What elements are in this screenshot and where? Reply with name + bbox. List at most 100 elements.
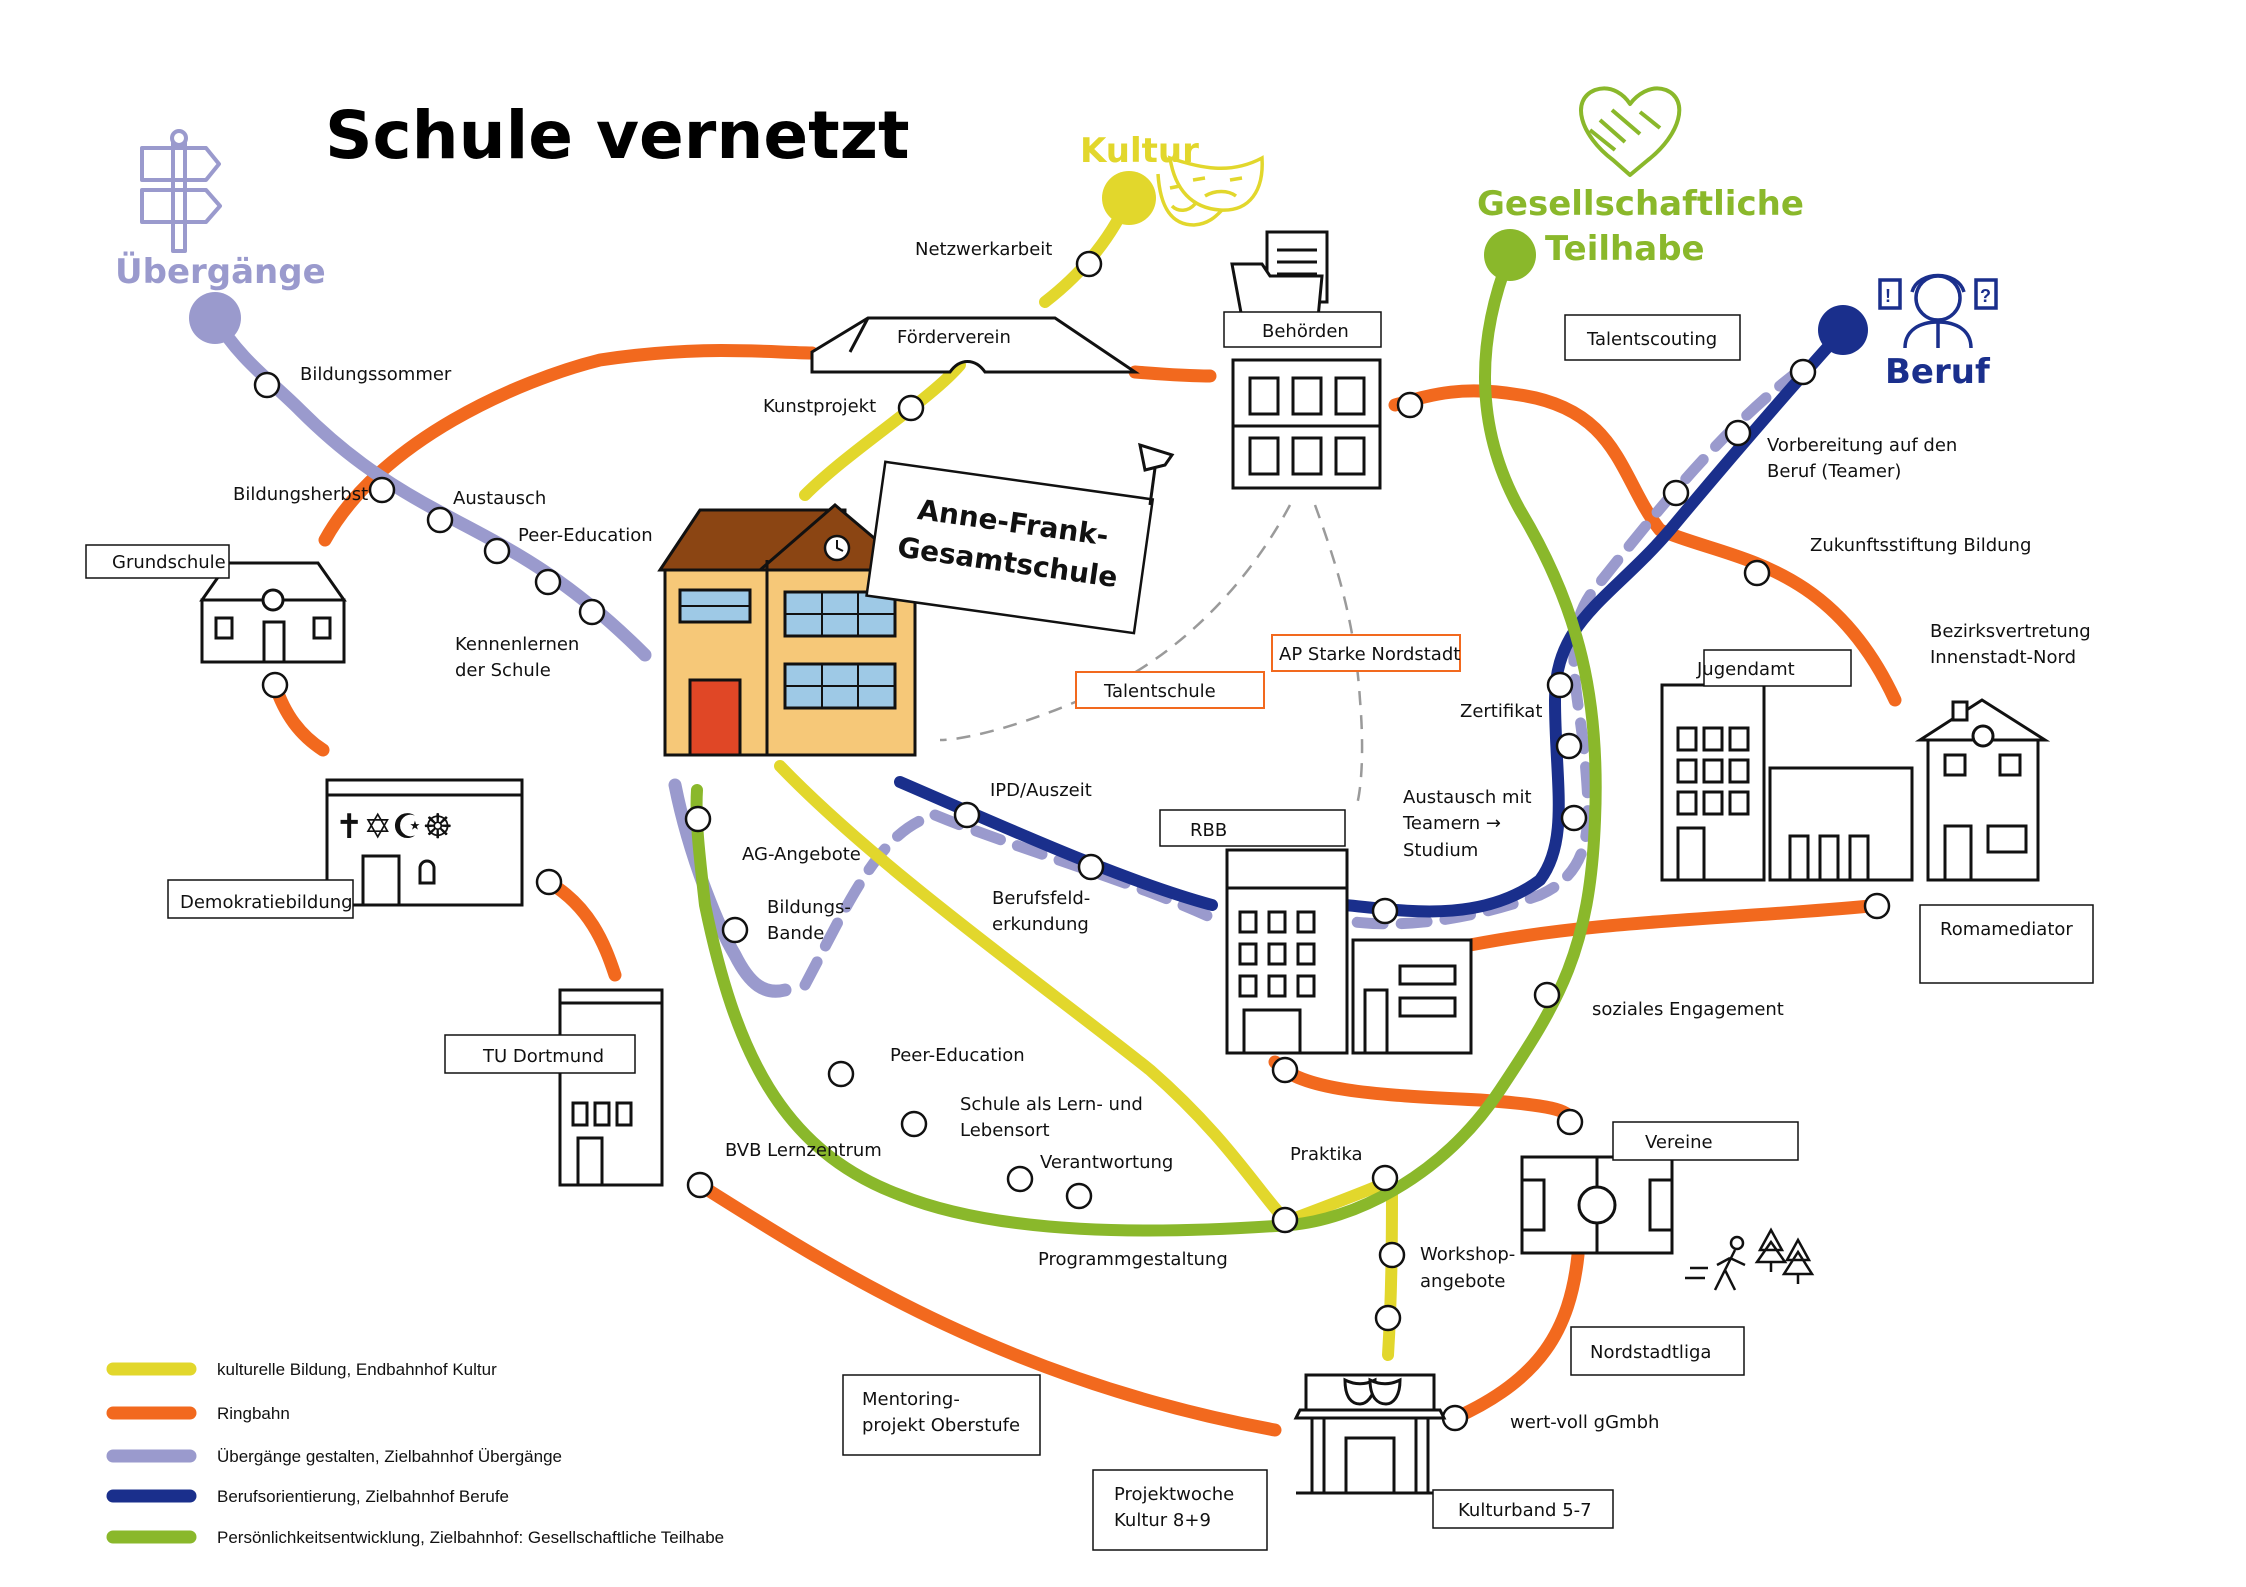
- label-ipd: IPD/Auszeit: [990, 780, 1092, 801]
- stop-vereine-west: [1271, 1056, 1299, 1084]
- uebergaenge-dashed-bildungsbande: [799, 809, 941, 991]
- label-austausch-mit-3: Studium: [1403, 840, 1478, 861]
- label-vorbereitung-2: Beruf (Teamer): [1767, 461, 1901, 482]
- stop-vorbereitung-1: [1789, 358, 1817, 386]
- job-seeker-icon: ! ?: [1878, 273, 1998, 349]
- foerderverein-building-icon: [810, 316, 1140, 374]
- stop-bildungssommer: [253, 371, 281, 399]
- stop-bvb: [686, 1171, 714, 1199]
- stop-ag-angebote: [684, 805, 712, 833]
- projektwoche-box-line1: Projektwoche: [1114, 1484, 1234, 1505]
- school-name-sign: Anne-Frank- Gesamtschule: [865, 460, 1155, 635]
- rbb-box: RBB: [1190, 820, 1227, 841]
- heart-handshake-icon: [1579, 86, 1682, 177]
- stop-peer-education: [483, 537, 511, 565]
- uebergaenge-dashed-rbb: [929, 809, 1218, 924]
- ring-line-tu: [538, 873, 622, 982]
- label-austausch: Austausch: [453, 488, 546, 509]
- label-kennenlernen-2: der Schule: [455, 660, 551, 681]
- school-building-icon: [657, 503, 917, 757]
- stop-demokratiebildung: [535, 868, 563, 896]
- label-vorbereitung-1: Vorbereitung auf den: [1767, 435, 1957, 456]
- mentoring-box-line2: projekt Oberstufe: [862, 1415, 1020, 1436]
- label-peer-education-2: Peer-Education: [890, 1045, 1025, 1066]
- label-schule-lernort-1: Schule als Lern- und: [960, 1094, 1143, 1115]
- nordstadtliga-box: Nordstadtliga: [1590, 1342, 1711, 1363]
- stop-behoerden-east: [1396, 391, 1424, 419]
- stop-berufsfeld: [1077, 853, 1105, 881]
- legend: kulturelle Bildung, Endbahnhof Kultur Ri…: [106, 1360, 724, 1547]
- rbb-building-icon: [1225, 848, 1473, 1055]
- label-bezirks-2: Innenstadt-Nord: [1930, 647, 2076, 668]
- label-austausch-mit-2: Teamern →: [1402, 813, 1501, 834]
- stop-vorbereitung-3: [1662, 479, 1690, 507]
- ring-line-romamediator: [1463, 899, 1877, 952]
- label-verantwortung: Verantwortung: [1040, 1152, 1173, 1173]
- house-icon: [1914, 698, 2051, 882]
- terminal-kultur-label: Kultur: [1080, 131, 1199, 171]
- folder-documents-icon: [1230, 230, 1329, 320]
- ring-line-bvb: [693, 1178, 1282, 1437]
- stop-vorbereitung-2: [1724, 419, 1752, 447]
- kultur-line-main: [774, 760, 1296, 1231]
- label-programmgestaltung: Programmgestaltung: [1038, 1249, 1228, 1270]
- behoerden-building-icon: [1231, 358, 1382, 490]
- label-berufsfeld-2: erkundung: [992, 914, 1089, 935]
- label-workshop-2: angebote: [1420, 1271, 1506, 1292]
- legend-item-ring: Ringbahn: [217, 1404, 290, 1423]
- theater-building-icon: [1293, 1373, 1447, 1495]
- grundschule-box: Grundschule: [112, 552, 226, 573]
- teilhabe-line: [690, 249, 1602, 1237]
- label-bildungsherbst: Bildungsherbst: [233, 484, 368, 505]
- kultur-line-kunst: [799, 359, 966, 501]
- label-zertifikat: Zertifikat: [1460, 701, 1542, 722]
- ring-line-foerderverein-behoerden: [1128, 365, 1217, 383]
- stop-bildungsherbst: [368, 476, 396, 504]
- grundschule-building-icon: [199, 561, 347, 664]
- ring-line-nordstadt: [1448, 1248, 1585, 1425]
- svg-text:✝✡☪☸: ✝✡☪☸: [335, 807, 453, 847]
- label-kunstprojekt: Kunstprojekt: [763, 396, 876, 417]
- legend-item-teilhabe: Persönlichkeitsentwicklung, Zielbahnhof:…: [217, 1528, 724, 1547]
- stop-rbb-east: [1371, 897, 1399, 925]
- legend-item-uebergaenge: Übergänge gestalten, Zielbahnhof Übergän…: [217, 1447, 562, 1466]
- tu-dortmund-box: TU Dortmund: [482, 1046, 604, 1067]
- stop-netzwerkarbeit: [1075, 250, 1103, 278]
- stop-wertvoll: [1441, 1404, 1469, 1432]
- boxed-labels: Grundschule Förderverein Behörden Talent…: [85, 311, 2094, 1551]
- signpost-icon: [140, 129, 222, 253]
- stop-soziales: [1533, 981, 1561, 1009]
- pushpin-icon: [1138, 442, 1175, 506]
- label-austausch-mit-1: Austausch mit: [1403, 787, 1532, 808]
- stop-austausch-teamern: [1560, 804, 1588, 832]
- label-kennenlernen-1: Kennenlernen: [455, 634, 579, 655]
- religions-building-icon: ✝✡☪☸: [325, 778, 524, 907]
- stop-vereine-east: [1556, 1108, 1584, 1136]
- projektwoche-box-line2: Kultur 8+9: [1114, 1510, 1211, 1531]
- stop-austausch: [426, 506, 454, 534]
- jugendamt-building-icon: [1660, 683, 1914, 882]
- label-schule-lernort-2: Lebensort: [960, 1120, 1050, 1141]
- demokratiebildung-box: Demokratiebildung: [180, 892, 353, 913]
- foerderverein-box: Förderverein: [897, 327, 1011, 348]
- terminal-teilhabe-label-2: Teilhabe: [1545, 229, 1705, 269]
- terminal-teilhabe-label-1: Gesellschaftliche: [1477, 184, 1804, 224]
- terminals: Übergänge Kultur Gesellschaftliche Teilh…: [115, 131, 1991, 392]
- label-soziales: soziales Engagement: [1592, 999, 1784, 1020]
- kulturband-box: Kulturband 5-7: [1458, 1500, 1592, 1521]
- stop-verantwortung-2: [1065, 1182, 1093, 1210]
- label-praktika: Praktika: [1290, 1144, 1363, 1165]
- talentscouting-box: Talentscouting: [1586, 329, 1717, 350]
- beruf-line-rbb: [894, 776, 1218, 911]
- label-wertvoll: wert-voll gGmbh: [1510, 1412, 1659, 1433]
- stop-romamediator: [1863, 892, 1891, 920]
- stop-zertifikat-1: [1546, 671, 1574, 699]
- behoerden-box: Behörden: [1262, 321, 1349, 342]
- stop-zukunftsstiftung: [1743, 559, 1771, 587]
- label-bezirks-1: Bezirksvertretung: [1930, 621, 2091, 642]
- mentoring-box-line1: Mentoring-: [862, 1389, 960, 1410]
- ring-line-west: [318, 344, 819, 547]
- label-bildungsbande-1: Bildungs-: [767, 897, 851, 918]
- label-netzwerkarbeit: Netzwerkarbeit: [915, 239, 1052, 260]
